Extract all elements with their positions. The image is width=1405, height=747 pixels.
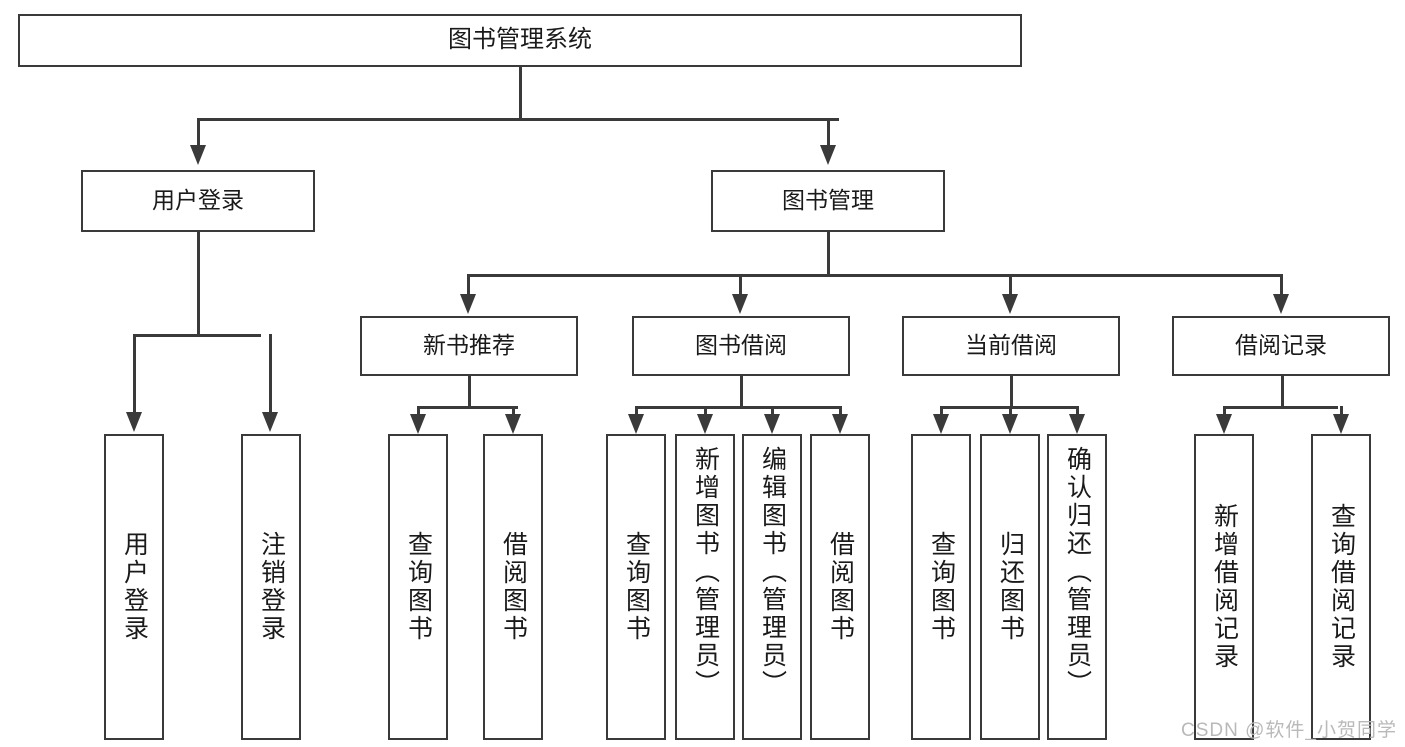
arrowhead-user-login-leaf-1 bbox=[126, 412, 142, 432]
leaf-label: 归还图书 bbox=[996, 531, 1025, 643]
connector-root-to-book-management bbox=[827, 118, 830, 146]
connector-new-book-bus bbox=[417, 406, 518, 409]
leaf-new-book-query-book[interactable]: 查询图书 bbox=[388, 434, 448, 740]
connector-bb-to-leaf-3 bbox=[771, 406, 774, 416]
leaf-user-login-login[interactable]: 用户登录 bbox=[104, 434, 164, 740]
connector-user-login-to-leaf-1 bbox=[133, 334, 136, 414]
arrowhead-bb-leaf-1 bbox=[628, 414, 644, 434]
node-user-login[interactable]: 用户登录 bbox=[81, 170, 315, 232]
connector-bb-to-leaf-2 bbox=[704, 406, 707, 416]
connector-user-login-stem bbox=[196, 232, 200, 336]
connector-book-management-stem bbox=[826, 232, 830, 276]
node-borrow-record[interactable]: 借阅记录 bbox=[1172, 316, 1390, 376]
connector-user-login-to-leaf-2 bbox=[269, 334, 272, 414]
leaf-label: 编辑图书（管理员） bbox=[758, 446, 787, 698]
arrowhead-bb-leaf-3 bbox=[764, 414, 780, 434]
leaf-label: 查询借阅记录 bbox=[1327, 503, 1356, 671]
arrowhead-cb-leaf-3 bbox=[1069, 414, 1085, 434]
connector-nb-to-leaf-1 bbox=[417, 406, 420, 416]
connector-bm-to-book-borrow bbox=[739, 274, 742, 296]
leaf-current-borrow-confirm-return-admin[interactable]: 确认归还（管理员） bbox=[1047, 434, 1107, 740]
connector-user-login-bus bbox=[133, 334, 261, 337]
node-root-book-management-system[interactable]: 图书管理系统 bbox=[18, 14, 1022, 67]
leaf-current-borrow-query-book[interactable]: 查询图书 bbox=[911, 434, 971, 740]
connector-current-borrow-stem bbox=[1009, 376, 1013, 408]
leaf-label: 用户登录 bbox=[120, 531, 149, 643]
connector-cb-to-leaf-1 bbox=[940, 406, 943, 416]
arrowhead-user-login-leaf-2 bbox=[262, 412, 278, 432]
arrowhead-cb-leaf-2 bbox=[1002, 414, 1018, 434]
arrowhead-current-borrow bbox=[1002, 294, 1018, 314]
node-book-borrow[interactable]: 图书借阅 bbox=[632, 316, 850, 376]
leaf-label: 查询图书 bbox=[927, 531, 956, 643]
connector-br-to-leaf-2 bbox=[1340, 406, 1343, 416]
leaf-label: 借阅图书 bbox=[499, 531, 528, 643]
node-new-book-recommend[interactable]: 新书推荐 bbox=[360, 316, 578, 376]
leaf-borrow-record-add-record[interactable]: 新增借阅记录 bbox=[1194, 434, 1254, 740]
leaf-label: 借阅图书 bbox=[826, 531, 855, 643]
leaf-label: 新增借阅记录 bbox=[1210, 503, 1239, 671]
connector-br-to-leaf-1 bbox=[1223, 406, 1226, 416]
arrowhead-nb-leaf-1 bbox=[410, 414, 426, 434]
leaf-label: 确认归还（管理员） bbox=[1063, 446, 1092, 698]
connector-bm-to-current-borrow bbox=[1009, 274, 1012, 296]
node-current-borrow[interactable]: 当前借阅 bbox=[902, 316, 1120, 376]
arrowhead-bb-leaf-4 bbox=[832, 414, 848, 434]
connector-cb-to-leaf-3 bbox=[1076, 406, 1079, 416]
leaf-book-borrow-query-book[interactable]: 查询图书 bbox=[606, 434, 666, 740]
connector-cb-to-leaf-2 bbox=[1009, 406, 1012, 416]
connector-bm-to-new-book bbox=[467, 274, 470, 296]
watermark-csdn: CSDN @软件_小贺同学 bbox=[1181, 720, 1397, 741]
node-label: 图书管理 bbox=[782, 187, 874, 214]
connector-book-management-bus bbox=[467, 274, 1283, 277]
connector-new-book-stem bbox=[467, 376, 471, 408]
connector-bm-to-borrow-record bbox=[1280, 274, 1283, 296]
arrowhead-to-book-management bbox=[820, 145, 836, 165]
leaf-label: 查询图书 bbox=[622, 531, 651, 643]
arrowhead-new-book-recommend bbox=[460, 294, 476, 314]
connector-borrow-record-bus bbox=[1223, 406, 1338, 409]
arrowhead-bb-leaf-2 bbox=[697, 414, 713, 434]
connector-book-borrow-stem bbox=[739, 376, 743, 408]
node-label: 用户登录 bbox=[152, 187, 244, 214]
arrowhead-cb-leaf-1 bbox=[933, 414, 949, 434]
connector-root-bus bbox=[197, 118, 839, 121]
leaf-current-borrow-return-book[interactable]: 归还图书 bbox=[980, 434, 1040, 740]
arrowhead-nb-leaf-2 bbox=[505, 414, 521, 434]
node-label: 借阅记录 bbox=[1235, 332, 1327, 359]
connector-nb-to-leaf-2 bbox=[512, 406, 515, 416]
node-label: 图书管理系统 bbox=[448, 26, 592, 54]
leaf-book-borrow-edit-book-admin[interactable]: 编辑图书（管理员） bbox=[742, 434, 802, 740]
leaf-new-book-borrow-book[interactable]: 借阅图书 bbox=[483, 434, 543, 740]
node-label: 新书推荐 bbox=[423, 332, 515, 359]
connector-root-to-user-login bbox=[197, 118, 200, 146]
leaf-book-borrow-add-book-admin[interactable]: 新增图书（管理员） bbox=[675, 434, 735, 740]
leaf-label: 新增图书（管理员） bbox=[691, 446, 720, 698]
leaf-label: 注销登录 bbox=[257, 531, 286, 643]
node-label: 图书借阅 bbox=[695, 332, 787, 359]
arrowhead-to-user-login bbox=[190, 145, 206, 165]
node-book-management[interactable]: 图书管理 bbox=[711, 170, 945, 232]
node-label: 当前借阅 bbox=[965, 332, 1057, 359]
arrowhead-br-leaf-2 bbox=[1333, 414, 1349, 434]
connector-borrow-record-stem bbox=[1280, 376, 1284, 408]
connector-root-stem bbox=[518, 67, 522, 119]
connector-book-borrow-bus bbox=[635, 406, 842, 409]
connector-bb-to-leaf-1 bbox=[635, 406, 638, 416]
leaf-book-borrow-borrow-book[interactable]: 借阅图书 bbox=[810, 434, 870, 740]
leaf-label: 查询图书 bbox=[404, 531, 433, 643]
leaf-borrow-record-query-record[interactable]: 查询借阅记录 bbox=[1311, 434, 1371, 740]
arrowhead-borrow-record bbox=[1273, 294, 1289, 314]
leaf-user-login-logout[interactable]: 注销登录 bbox=[241, 434, 301, 740]
arrowhead-br-leaf-1 bbox=[1216, 414, 1232, 434]
connector-bb-to-leaf-4 bbox=[839, 406, 842, 416]
arrowhead-book-borrow bbox=[732, 294, 748, 314]
